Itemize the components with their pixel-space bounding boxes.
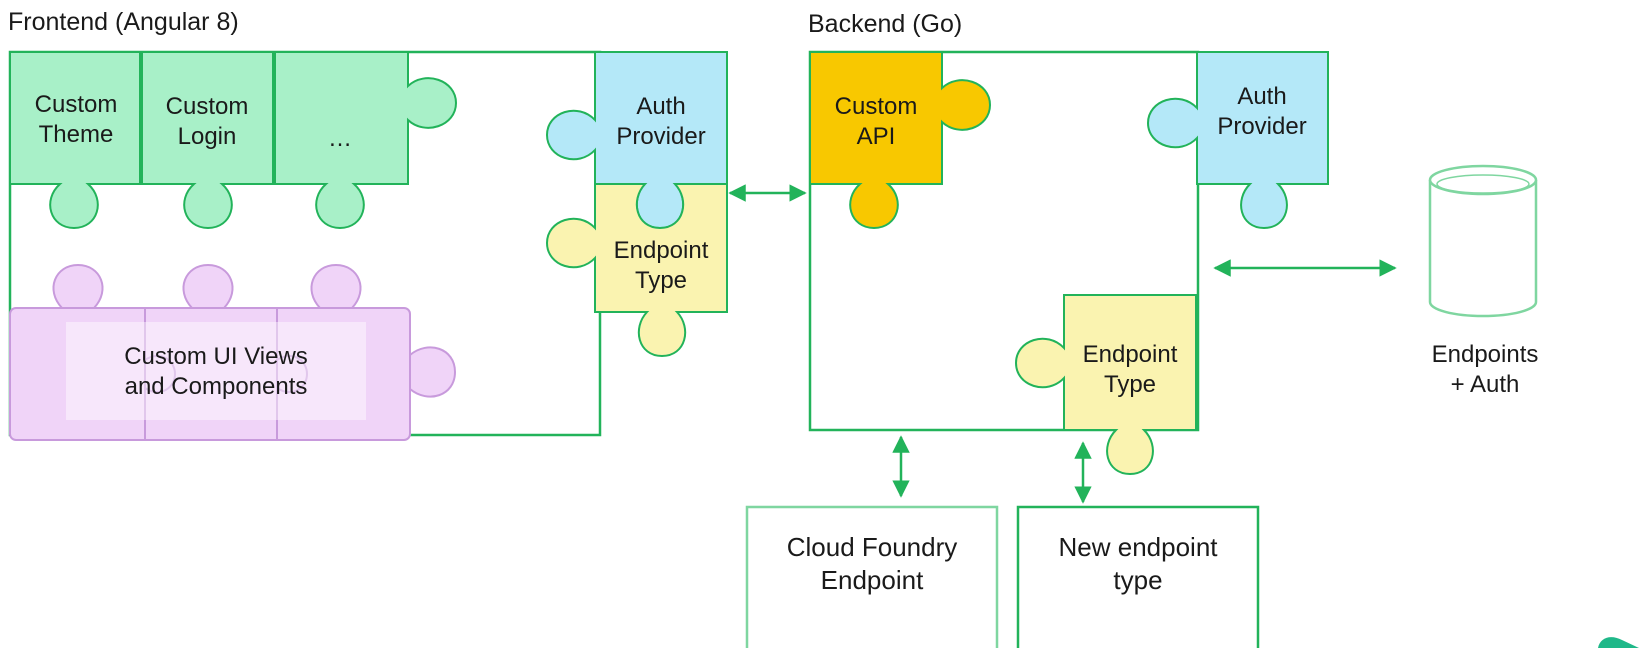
frontend-auth-provider-label: Auth Provider bbox=[616, 93, 706, 150]
database-label: Endpoints + Auth bbox=[1431, 341, 1539, 398]
cloud-foundry-label: Cloud Foundry Endpoint bbox=[786, 532, 958, 595]
database-cylinder bbox=[1428, 164, 1538, 318]
corner-logo-shape bbox=[1598, 637, 1639, 648]
backend-auth-provider-label: Auth Provider bbox=[1217, 83, 1307, 140]
frontend-endpoint-type-piece bbox=[545, 183, 728, 358]
backend-auth-provider-piece bbox=[1146, 51, 1329, 230]
custom-api-label: Custom API bbox=[834, 93, 918, 150]
frontend-title: Frontend (Angular 8) bbox=[8, 8, 239, 36]
backend-endpoint-type-piece bbox=[1014, 294, 1197, 476]
more-label: … bbox=[328, 125, 352, 152]
custom-theme-piece bbox=[9, 51, 141, 230]
custom-theme-label: Custom Theme bbox=[34, 91, 118, 148]
custom-login-label: Custom Login bbox=[165, 93, 249, 150]
cloud-foundry-box bbox=[745, 505, 999, 648]
custom-ui-label: Custom UI Views and Components bbox=[124, 343, 308, 400]
frontend-endpoint-type-label: Endpoint Type bbox=[613, 237, 709, 294]
custom-api-piece bbox=[809, 51, 992, 230]
custom-login-piece bbox=[141, 51, 274, 230]
backend-endpoint-type-label: Endpoint Type bbox=[1082, 341, 1178, 398]
custom-ui-pieces bbox=[9, 263, 457, 441]
more-piece bbox=[274, 51, 458, 230]
new-endpoint-label: New endpoint type bbox=[1058, 532, 1218, 595]
backend-title: Backend (Go) bbox=[808, 10, 963, 38]
new-endpoint-box bbox=[1016, 505, 1260, 648]
backend-container bbox=[808, 50, 1200, 432]
